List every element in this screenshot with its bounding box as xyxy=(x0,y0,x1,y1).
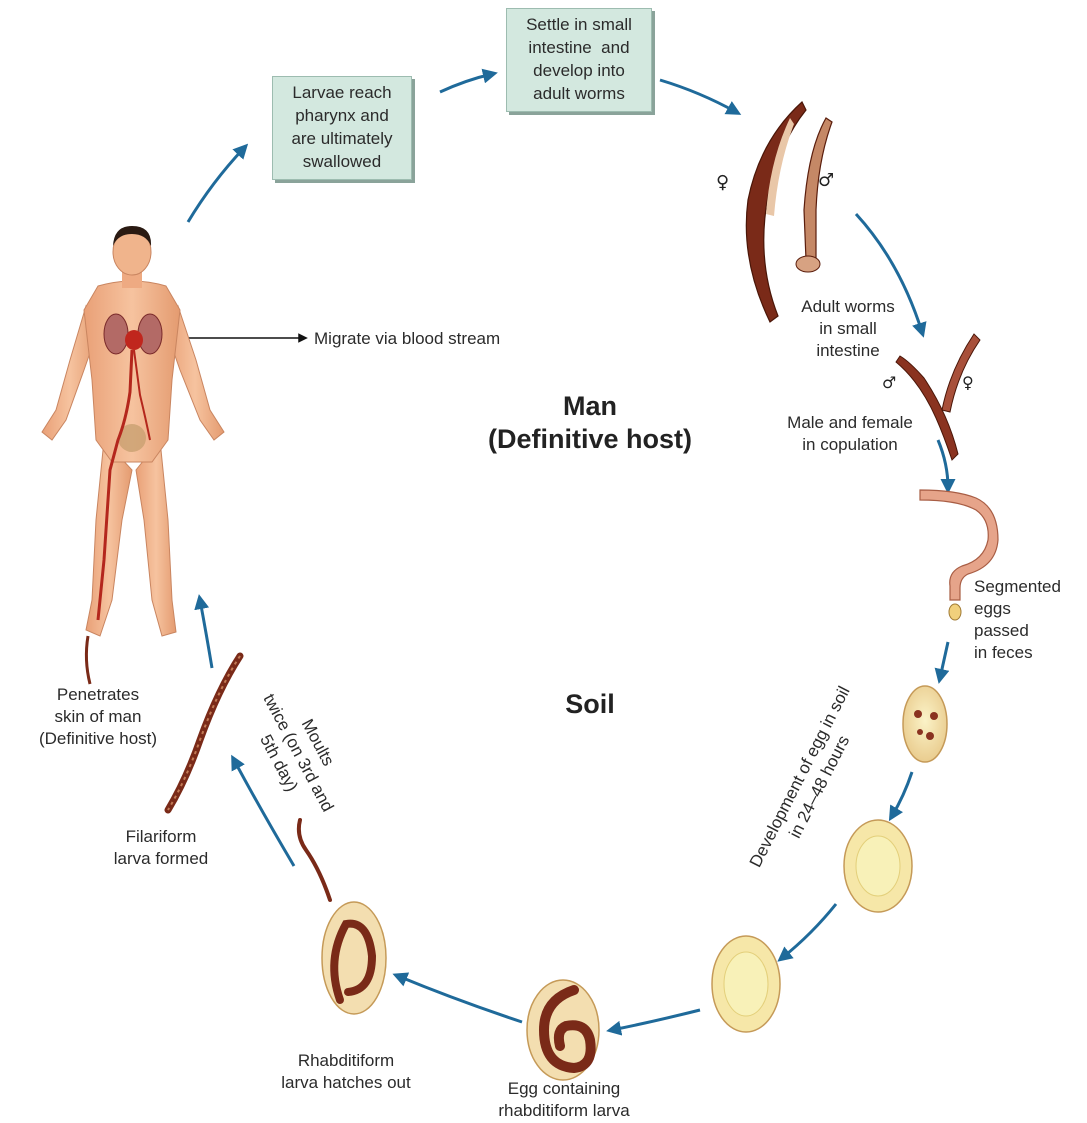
female-symbol-2: ♀ xyxy=(962,373,974,392)
egg-four-cell xyxy=(903,686,947,762)
filariform-larva xyxy=(168,656,240,810)
arrow-egg4-to-egglarva xyxy=(612,1010,700,1030)
egg-morula-2 xyxy=(712,936,780,1032)
female-symbol-1: ♀ xyxy=(716,172,729,193)
box-larvae-reach-pharynx: Larvae reach pharynx and are ultimately … xyxy=(272,76,412,180)
arrow-feces-to-egg1 xyxy=(940,642,948,678)
label-migrate-blood-stream: Migrate via blood stream xyxy=(314,328,500,350)
arrow-egglarva-to-hatch xyxy=(398,976,522,1022)
label-segmented-eggs: Segmented eggs passed in feces xyxy=(974,576,1061,664)
egg-morula-1 xyxy=(844,820,912,912)
label-adult-worms: Adult worms in small intestine xyxy=(778,296,918,362)
label-filariform-larva: Filariform larva formed xyxy=(96,826,226,870)
arrow-filariform-to-man xyxy=(200,600,212,668)
arrow-copulation-to-gut xyxy=(938,440,948,488)
soil-title: Soil xyxy=(540,688,640,721)
human-figure xyxy=(42,226,224,684)
arrow-egg3-to-egg4 xyxy=(782,904,836,958)
arrow-egg2-to-egg3 xyxy=(892,772,912,816)
male-symbol-1: ♂ xyxy=(818,170,834,191)
egg-with-larva xyxy=(527,980,599,1080)
label-penetrates-skin: Penetrates skin of man (Definitive host) xyxy=(20,684,176,750)
label-rhabditiform-hatches: Rhabditiform larva hatches out xyxy=(256,1050,436,1094)
cycle-arrows xyxy=(188,74,948,1030)
arrow-box-to-worms xyxy=(660,80,736,112)
host-title: Man (Definitive host) xyxy=(460,390,720,456)
hatching-larva xyxy=(299,820,386,1014)
arrow-pharynx-to-intestine xyxy=(440,74,492,92)
label-copulation: Male and female in copulation xyxy=(762,412,938,456)
adult-worms-pair xyxy=(746,102,832,322)
arrow-man-to-pharynx xyxy=(188,148,244,222)
male-symbol-2: ♂ xyxy=(882,373,896,392)
box-settle-small-intestine: Settle in small intestine and develop in… xyxy=(506,8,652,112)
label-egg-containing-larva: Egg containing rhabditiform larva xyxy=(474,1078,654,1122)
